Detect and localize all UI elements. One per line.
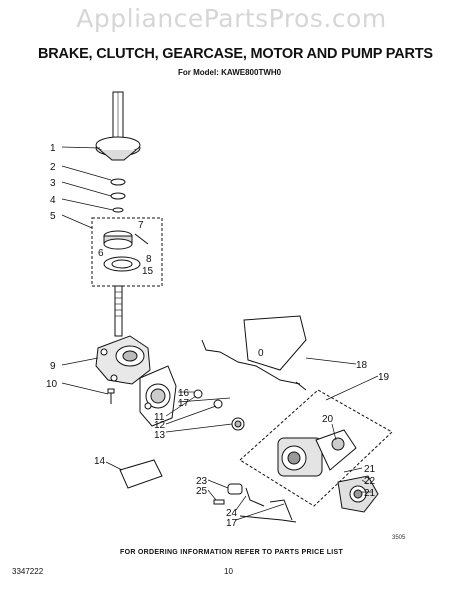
callout: 6 [98, 248, 104, 259]
callout: 5 [50, 211, 56, 222]
callout: 17 [226, 518, 238, 529]
callout: 21 [364, 488, 376, 499]
callout: 4 [50, 195, 56, 206]
pad-part [119, 459, 163, 489]
page-number: 10 [224, 567, 233, 576]
watermark: AppliancePartsPros.com [76, 4, 387, 33]
callout: 9 [50, 361, 56, 372]
callout: 21 [364, 464, 376, 475]
callout: 8 [146, 254, 152, 265]
ordering-info: FOR ORDERING INFORMATION REFER TO PARTS … [120, 549, 344, 556]
callout: 20 [322, 414, 334, 425]
callout: 7 [138, 220, 144, 231]
callout: 1 [50, 143, 56, 154]
motor-assembly-box [239, 389, 393, 507]
callout: 19 [378, 372, 390, 383]
callout: 15 [142, 266, 154, 277]
callout: 13 [154, 430, 166, 441]
diagram-code: 3505 [392, 535, 406, 541]
callout: 12 [154, 420, 166, 431]
filter-part [243, 315, 307, 371]
washer-part [110, 178, 126, 186]
callout: 25 [196, 486, 208, 497]
callout: 14 [94, 456, 106, 467]
callout: 18 [356, 360, 368, 371]
callout: 2 [50, 162, 56, 173]
model-line: For Model: KAWE800TWH0 [178, 68, 282, 77]
part-number: 3347222 [12, 567, 44, 576]
callout: 24 [226, 508, 238, 519]
callout: 16 [178, 388, 190, 399]
callout: 17 [178, 398, 190, 409]
callout: 22 [364, 476, 376, 487]
clutch-assembly-box [91, 217, 163, 287]
diagram-title: BRAKE, CLUTCH, GEARCASE, MOTOR AND PUMP … [38, 46, 433, 62]
callout: 23 [196, 476, 208, 487]
callout: 10 [46, 379, 58, 390]
callout: 11 [154, 412, 165, 423]
callout: 0 [258, 348, 264, 359]
callout: 3 [50, 178, 56, 189]
